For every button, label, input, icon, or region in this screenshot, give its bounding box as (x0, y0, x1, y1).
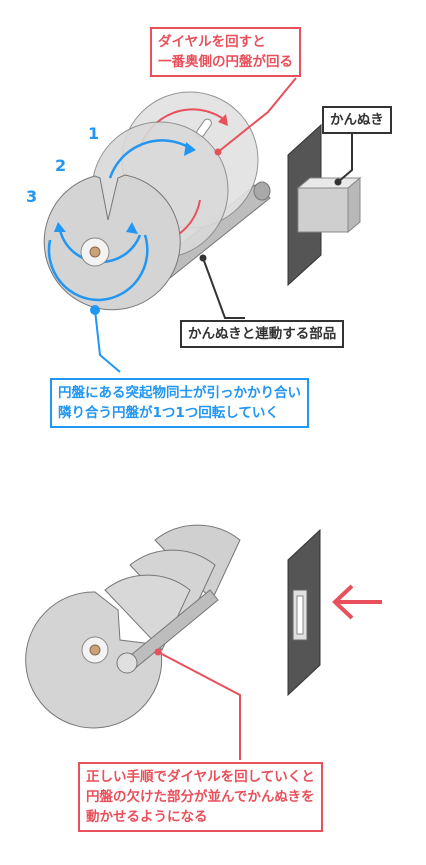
arrow-left (332, 584, 382, 620)
bottom-callout: 正しい手順でダイヤルを回していくと 円盤の欠けた部分が並んでかんぬきを 動かせる… (78, 762, 323, 832)
leader-bolt (337, 132, 353, 183)
top-callout: ダイヤルを回すと 一番奥側の円盤が回る (150, 27, 301, 77)
leader-part (202, 257, 245, 319)
leader-bottom (157, 651, 241, 760)
leader-middle (94, 309, 121, 373)
step-number-1: 1 (88, 124, 100, 143)
middle-callout-line1: 円盤にある突起物同士が引っかかり合い (58, 385, 301, 401)
leader-top (217, 77, 297, 153)
step-number-3: 3 (26, 187, 38, 206)
top-callout-line1: ダイヤルを回すと (158, 34, 266, 50)
bolt-label: かんぬき (322, 106, 392, 134)
bolt (296, 176, 362, 234)
bottom-callout-line2: 円盤の欠けた部分が並んでかんぬきを (86, 789, 315, 805)
step-number-2: 2 (55, 156, 67, 175)
part-label: かんぬきと連動する部品 (180, 320, 345, 348)
discs-aligned (25, 524, 241, 729)
top-callout-line2: 一番奥側の円盤が回る (158, 54, 293, 70)
bottom-callout-line1: 正しい手順でダイヤルを回していくと (86, 769, 315, 785)
bottom-callout-line3: 動かせるようになる (86, 809, 208, 825)
middle-callout-line2: 隣り合う円盤が1つ1つ回転していく (58, 405, 279, 421)
middle-callout: 円盤にある突起物同士が引っかかり合い 隣り合う円盤が1つ1つ回転していく (50, 378, 309, 428)
disc-front (43, 174, 181, 315)
